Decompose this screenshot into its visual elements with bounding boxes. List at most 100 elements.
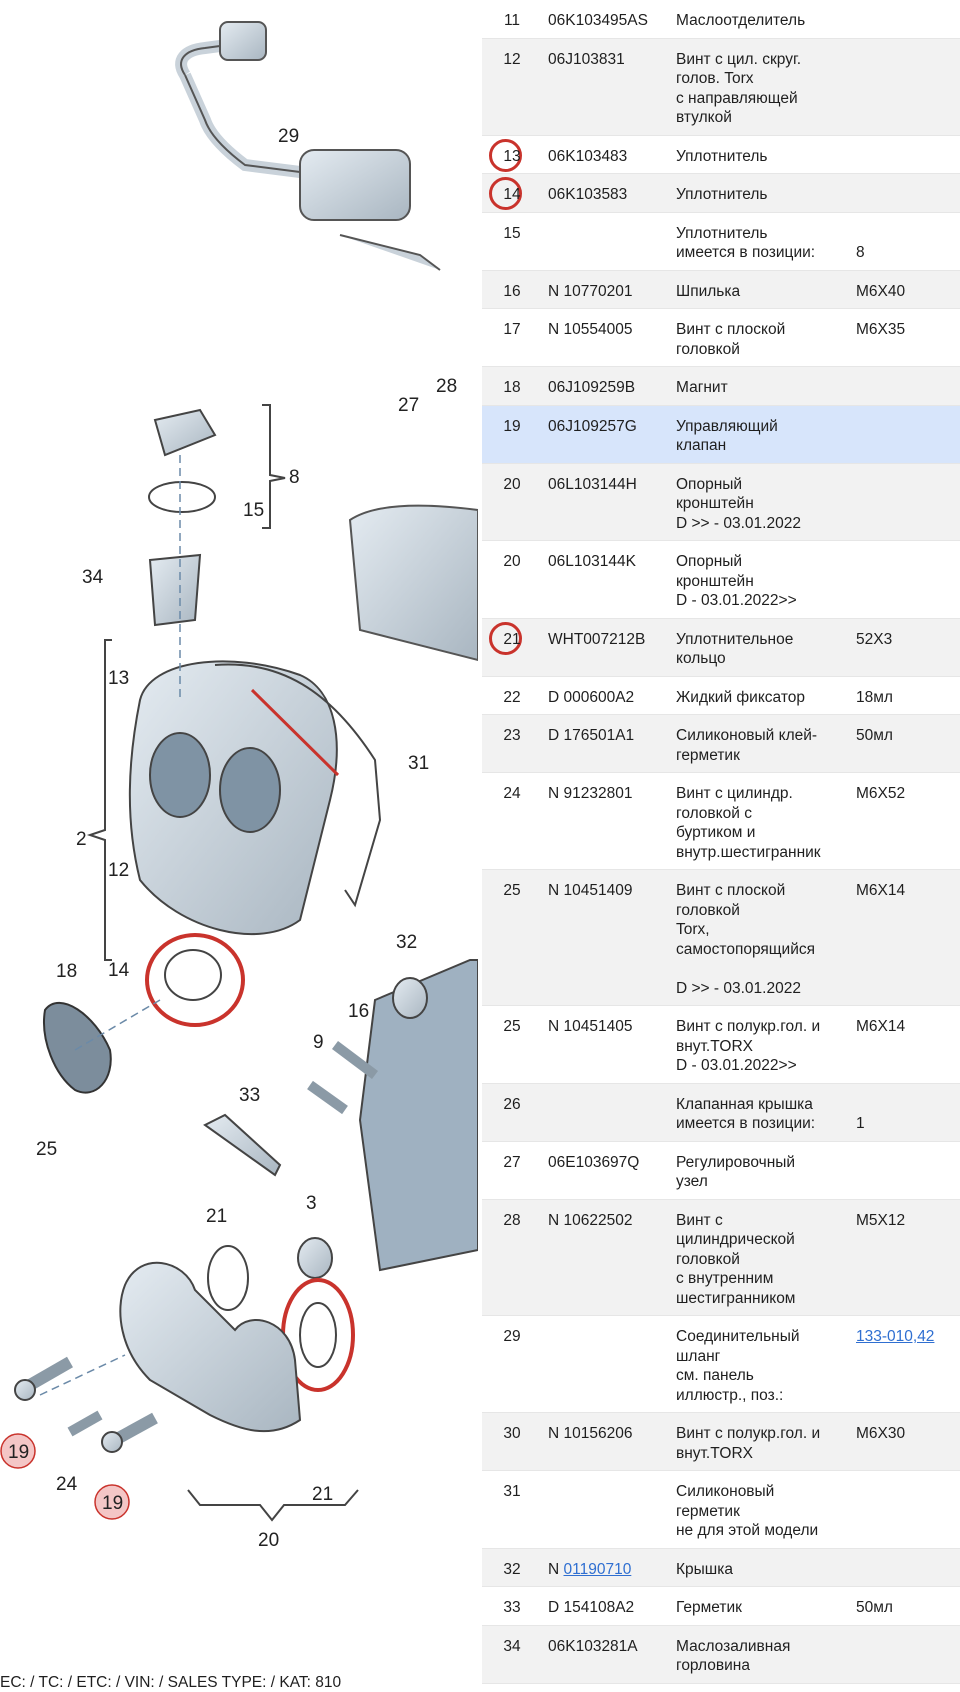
table-row[interactable]: 16 N 10770201 Шпилька M6X40 <box>482 270 960 309</box>
description-cell: Винт с плоской головкой <box>672 308 852 367</box>
description-cell: Герметик <box>672 1586 852 1626</box>
table-row[interactable]: 20 06L103144H Опорный кронштейн D >> - 0… <box>482 463 960 541</box>
position-cell: 20 <box>482 463 542 541</box>
table-row[interactable]: 20 06L103144K Опорный кронштейн D - 03.0… <box>482 540 960 619</box>
highlight-circle-icon <box>489 621 522 655</box>
quantity-cell: 52X3 <box>852 618 960 677</box>
position-cell: 24 <box>482 772 542 870</box>
description-cell: Винт с полукр.гол. и внут.TORX D - 03.01… <box>672 1005 852 1084</box>
callout-label: 18 <box>56 961 77 982</box>
oil-filler-cap <box>148 408 217 627</box>
quantity-cell: M6X14 <box>852 869 960 1006</box>
position-cell: 11 <box>482 0 542 39</box>
quantity-cell: M6X40 <box>852 270 960 309</box>
callout-label: 25 <box>36 1139 57 1160</box>
part-number-cell: D 000600A2 <box>542 676 672 715</box>
table-row[interactable]: 23 D 176501A1 Силиконовый клей- герметик… <box>482 714 960 773</box>
callout-label: 12 <box>108 860 129 881</box>
table-row[interactable]: 18 06J109259B Магнит <box>482 366 960 406</box>
table-row[interactable]: 14 06K103583 Уплотнитель <box>482 173 960 213</box>
part-number-cell: 06K103583 <box>542 173 672 213</box>
table-row[interactable]: 21 WHT007212B Уплотнительное кольцо 52X3 <box>482 618 960 677</box>
callout-label: 2 <box>76 829 87 850</box>
description-cell: Уплотнительное кольцо <box>672 618 852 677</box>
part-number-cell: 06L103144K <box>542 540 672 619</box>
part-number-cell: 06K103483 <box>542 135 672 174</box>
part-number-cell: N 10451409 <box>542 869 672 1006</box>
part-number-cell: 06J103831 <box>542 38 672 136</box>
position-cell: 33 <box>482 1586 542 1626</box>
part-number-link[interactable]: 01190710 <box>563 1560 632 1578</box>
position-cell: 25 <box>482 1005 542 1084</box>
quantity-cell: 18мл <box>852 676 960 715</box>
cylinder-head-shape <box>358 959 478 1272</box>
table-row[interactable]: 24 N 91232801 Винт с цилиндр. головкой с… <box>482 772 960 870</box>
table-row[interactable]: 22 D 000600A2 Жидкий фиксатор 18мл <box>482 676 960 715</box>
table-row[interactable]: 15 Уплотнитель имеется в позиции: 8 <box>482 212 960 271</box>
quantity-cell: M6X14 <box>852 1005 960 1084</box>
position-cell: 16 <box>482 270 542 309</box>
description-cell: Силиконовый герметик не для этой модели <box>672 1470 852 1549</box>
part-number-cell: N 10554005 <box>542 308 672 367</box>
quantity-cell: M5X12 <box>852 1199 960 1316</box>
table-row[interactable]: 26 Клапанная крышка имеется в позиции: 1 <box>482 1083 960 1142</box>
quantity-cell: M6X35 <box>852 308 960 367</box>
hose-assembly <box>175 21 441 271</box>
description-cell: Винт с цил. скруг. голов. Torx с направл… <box>672 38 852 136</box>
table-row[interactable]: 13 06K103483 Уплотнитель <box>482 135 960 174</box>
table-row[interactable]: 32 N 01190710 Крышка <box>482 1548 960 1587</box>
description-cell: Маслозаливная горловина <box>672 1625 852 1684</box>
quantity-cell <box>852 0 960 39</box>
table-row[interactable]: 34 06K103281A Маслозаливная горловина <box>482 1625 960 1684</box>
part-number-cell: N 10770201 <box>542 270 672 309</box>
table-row[interactable]: 12 06J103831 Винт с цил. скруг. голов. T… <box>482 38 960 136</box>
table-row[interactable]: 25 N 10451405 Винт с полукр.гол. и внут.… <box>482 1005 960 1084</box>
position-cell: 17 <box>482 308 542 367</box>
table-row-selected[interactable]: 19 06J109257G Управляющий клапан <box>482 405 960 464</box>
position-cell: 25 <box>482 869 542 1006</box>
part-number-cell: N 01190710 <box>542 1548 672 1587</box>
position-cell: 34 <box>482 1625 542 1684</box>
callout-label: 16 <box>348 1001 369 1022</box>
badge-19-b <box>94 1484 130 1520</box>
quantity-cell <box>852 366 960 406</box>
part-number-cell: N 91232801 <box>542 772 672 870</box>
description-cell: Шпилька <box>672 270 852 309</box>
part-number-cell <box>542 1083 672 1142</box>
position-cell: 28 <box>482 1199 542 1316</box>
callout-label: 21 <box>312 1484 333 1505</box>
description-cell: Клапанная крышка имеется в позиции: <box>672 1083 852 1142</box>
quantity-cell <box>852 38 960 136</box>
table-row[interactable]: 27 06E103697Q Регулировочный узел <box>482 1141 960 1200</box>
callout-label: 32 <box>396 932 417 953</box>
table-row[interactable]: 33 D 154108A2 Герметик 50мл <box>482 1586 960 1626</box>
part-number-cell: D 176501A1 <box>542 714 672 773</box>
part-number-cell: 06K103281A <box>542 1625 672 1684</box>
callout-label: 8 <box>289 467 300 488</box>
callout-label: 33 <box>239 1085 260 1106</box>
quantity-cell <box>852 540 960 619</box>
table-row[interactable]: 28 N 10622502 Винт с цилиндрической голо… <box>482 1199 960 1316</box>
callout-label: 13 <box>108 668 129 689</box>
callout-label: 27 <box>398 395 419 416</box>
quantity-cell: 50мл <box>852 1586 960 1626</box>
table-row[interactable]: 11 06K103495AS Маслоотделитель <box>482 0 960 39</box>
description-cell: Крышка <box>672 1548 852 1587</box>
quantity-cell: 1 <box>852 1083 960 1142</box>
quantity-cell: 50мл <box>852 714 960 773</box>
callout-label: 9 <box>313 1032 324 1053</box>
part-number-cell: N 10156206 <box>542 1412 672 1471</box>
position-cell: 27 <box>482 1141 542 1200</box>
part-number-cell: N 10622502 <box>542 1199 672 1316</box>
table-row[interactable]: 31 Силиконовый герметик не для этой моде… <box>482 1470 960 1549</box>
table-row[interactable]: 30 N 10156206 Винт с полукр.гол. и внут.… <box>482 1412 960 1471</box>
exploded-parts-diagram: 29 28 27 8 15 34 13 31 2 12 32 18 14 16 … <box>0 21 478 1551</box>
description-cell: Регулировочный узел <box>672 1141 852 1200</box>
position-cell: 12 <box>482 38 542 136</box>
table-row[interactable]: 29 Соединительный шланг см. панель иллюс… <box>482 1315 960 1413</box>
table-row[interactable]: 17 N 10554005 Винт с плоской головкой M6… <box>482 308 960 367</box>
table-row[interactable]: 25 N 10451409 Винт с плоской головкой To… <box>482 869 960 1006</box>
position-cell: 29 <box>482 1315 542 1413</box>
part-number-cell: 06K103495AS <box>542 0 672 39</box>
illustration-link[interactable]: 133-010,42 <box>856 1328 935 1345</box>
